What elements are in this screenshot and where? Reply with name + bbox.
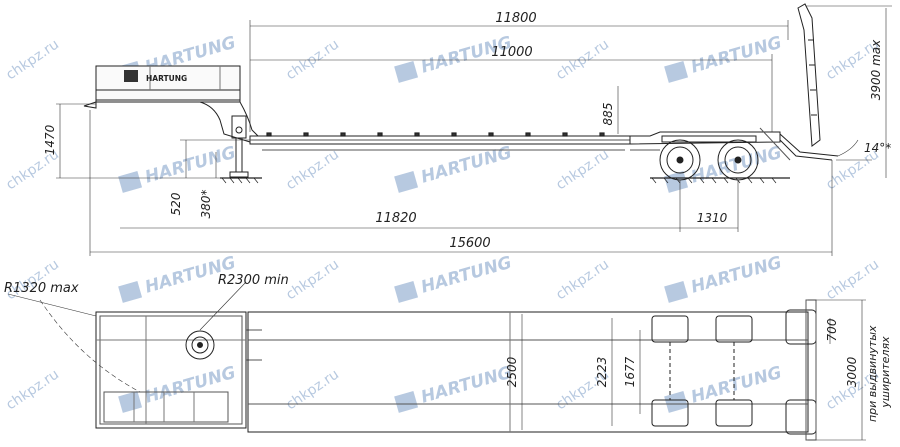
watermark-site: chkpz.ru (553, 256, 612, 303)
watermark-logo: HARTUNG (664, 143, 784, 193)
svg-text:HARTUNG: HARTUNG (143, 363, 238, 408)
dim-overall-length: 15600 (449, 236, 490, 251)
dim-inner-width: 1677 (623, 356, 637, 387)
dim-deck-length: 11000 (491, 45, 532, 60)
side-view: HARTUNG (83, 3, 839, 184)
top-dim-labels: R1320 max R2300 min 2500 2223 1677 700 3… (4, 273, 892, 422)
rear-ramps (759, 3, 839, 161)
watermark-logo: HARTUNG (394, 363, 514, 413)
top-view (95, 299, 817, 441)
side-dimensions (56, 5, 892, 256)
watermark-site: chkpz.ru (3, 256, 62, 303)
watermark-site: chkpz.ru (283, 366, 342, 413)
dim-deck-height: 520 (169, 192, 183, 215)
watermark-logo: HARTUNG (118, 143, 238, 193)
dim-extended-width: 3000 (845, 356, 859, 387)
watermark-site: chkpz.ru (283, 146, 342, 193)
watermark-site: chkpz.ru (553, 146, 612, 193)
svg-text:HARTUNG: HARTUNG (419, 363, 514, 408)
watermark-logo: HARTUNG (664, 33, 784, 83)
svg-text:HARTUNG: HARTUNG (689, 33, 784, 78)
dim-track-width: 2223 (595, 357, 609, 388)
dim-deck-height-alt: 380* (199, 190, 213, 219)
radii (7, 281, 247, 393)
svg-text:HARTUNG: HARTUNG (146, 74, 187, 83)
watermark-logo: HARTUNG (118, 363, 238, 413)
dim-fifth-wheel-height: 1470 (43, 124, 57, 155)
watermark-site: chkpz.ru (283, 256, 342, 303)
watermark-site: chkpz.ru (3, 36, 62, 83)
kingpin (185, 330, 215, 360)
svg-text:HARTUNG: HARTUNG (689, 363, 784, 408)
hartung-logo: HARTUNG (124, 70, 187, 83)
dim-max-height: 3900 max (869, 39, 883, 100)
svg-text:HARTUNG: HARTUNG (689, 143, 784, 188)
top-dimensions (521, 299, 866, 441)
svg-text:HARTUNG: HARTUNG (143, 143, 238, 188)
watermark-logo: HARTUNG (394, 253, 514, 303)
watermark-logo: HARTUNG (664, 363, 784, 413)
dim-ramp-width: 700 (825, 318, 839, 341)
dim-kingpin-to-axle: 11820 (375, 211, 416, 226)
side-dim-labels: 11800 11000 885 3900 max 14°* 1470 520 3… (43, 11, 891, 251)
dim-axle-spread: 1310 (697, 211, 728, 225)
rear-wheels (650, 135, 790, 184)
watermark-logo: HARTUNG (394, 143, 514, 193)
dim-platform-drop: 885 (601, 103, 615, 126)
watermark-site: chkpz.ru (3, 366, 62, 413)
main-deck (249, 131, 781, 151)
dim-platform-width: 2500 (505, 356, 519, 387)
watermark-logo: HARTUNG (664, 253, 784, 303)
gooseneck (83, 65, 263, 143)
dim-turning-radius: R2300 min (218, 273, 289, 288)
svg-text:HARTUNG: HARTUNG (689, 253, 784, 298)
dim-ramp-angle: 14°* (864, 141, 891, 155)
svg-text:HARTUNG: HARTUNG (419, 143, 514, 188)
svg-text:HARTUNG: HARTUNG (419, 253, 514, 298)
watermark-site: chkpz.ru (823, 256, 882, 303)
dim-extended-width-note: при выдвинутых уширителях (866, 322, 892, 422)
dim-overall-length-top: 11800 (495, 11, 536, 26)
dim-front-swing-radius: R1320 max (4, 281, 79, 296)
top-wheels (651, 315, 753, 427)
